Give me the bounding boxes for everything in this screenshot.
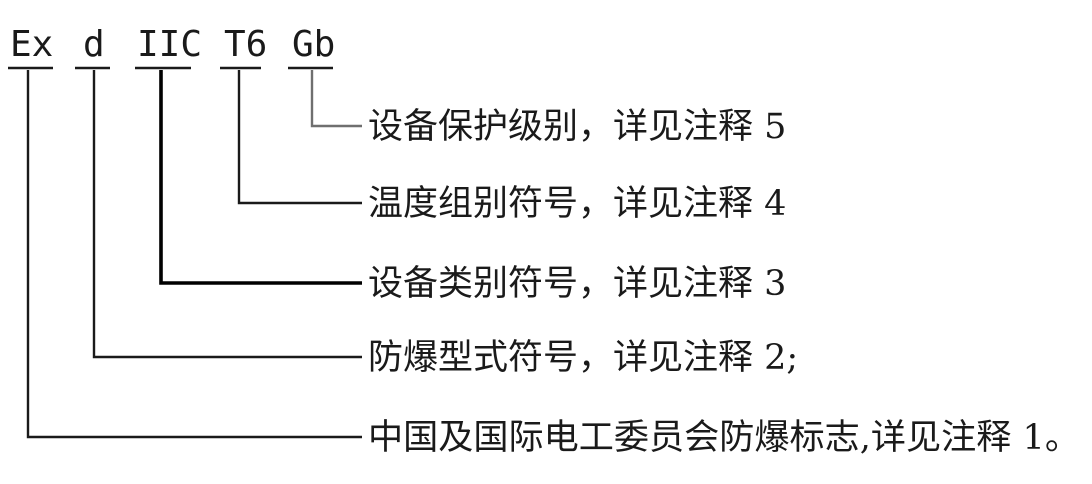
code-protection-level: Gb <box>292 24 335 65</box>
connector-protection-type <box>92 70 362 359</box>
connector-temperature-class <box>237 70 362 205</box>
code-ex: Ex <box>10 24 53 65</box>
connector-ex <box>26 70 362 439</box>
code-equipment-group: IIC <box>137 24 202 65</box>
connector-protection-level <box>310 70 362 128</box>
connector-equipment-group <box>159 70 362 285</box>
code-protection-type: d <box>83 24 105 65</box>
note-protection-level: 设备保护级别，详见注释 5 <box>368 107 786 147</box>
code-temperature-class: T6 <box>224 24 267 65</box>
note-temperature-class: 温度组别符号，详见注释 4 <box>368 184 786 224</box>
note-ex-mark: 中国及国际电工委员会防爆标志,详见注释 1。 <box>368 418 1080 458</box>
note-equipment-group: 设备类别符号，详见注释 3 <box>368 264 786 304</box>
note-protection-type: 防爆型式符号，详见注释 2; <box>368 338 798 378</box>
